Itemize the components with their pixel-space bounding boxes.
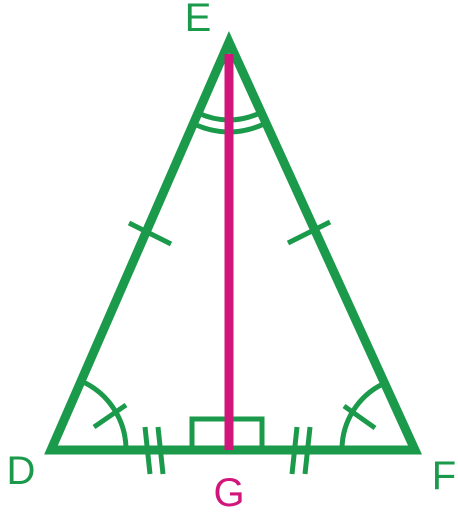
tick-mark-gf-2 (302, 426, 313, 475)
angle-arc-f (339, 380, 387, 451)
vertex-label-f: F (432, 454, 456, 498)
angle-arc-d (79, 378, 129, 451)
vertex-label-g: G (213, 471, 244, 512)
base-double-tick-marks (142, 426, 313, 475)
tick-mark-dg-2 (155, 426, 166, 475)
tick-mark-de (127, 220, 173, 247)
angle-arc-d-tick (92, 402, 128, 430)
tick-mark-dg-1 (142, 426, 153, 475)
vertex-label-e: E (185, 0, 212, 40)
side-tick-marks (127, 219, 332, 247)
angle-arc-f-tick (342, 403, 377, 431)
tick-mark-gf-1 (289, 426, 300, 475)
tick-mark-ef (286, 219, 332, 246)
vertex-label-d: D (7, 449, 36, 493)
